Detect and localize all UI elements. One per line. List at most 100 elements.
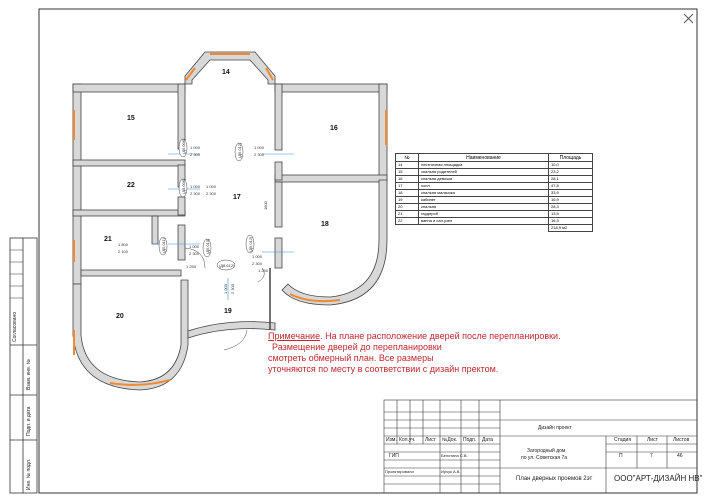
door-width: 1 000 xyxy=(254,145,265,150)
side-label-inv-no: Взам. инв. № xyxy=(26,359,32,390)
table-cell: 23,2 xyxy=(548,168,593,176)
side-label-inv-orig: Инв. № подл. xyxy=(26,458,32,490)
door-swings xyxy=(184,247,265,351)
table-cell: лестничная площадка xyxy=(418,161,549,169)
table-cell: кабинет xyxy=(418,196,549,204)
person-gip: Белотина С.В. xyxy=(441,453,468,458)
door-width: 1 000 xyxy=(190,145,201,150)
door-height: 2 300 xyxy=(206,191,217,196)
room-label-15: 15 xyxy=(127,115,135,122)
table-cell: 16,3 xyxy=(548,217,593,225)
stair-bay-wall xyxy=(184,51,276,85)
door-code: (Д5.011) xyxy=(161,237,166,253)
col-izm: Изм. xyxy=(386,437,397,443)
role-gip: ГИП xyxy=(389,453,399,459)
note-line: уточняются по месту в соответствии с диз… xyxy=(268,364,499,374)
table-cell: ванна и сан.узел xyxy=(418,217,549,225)
door-height: 2 100 xyxy=(118,249,129,254)
door-width: 1 000 xyxy=(206,184,217,189)
table-cell: 28,1 xyxy=(548,175,593,183)
room20-arc xyxy=(72,279,189,391)
room-label-19: 19 xyxy=(224,308,232,315)
table-total: 218,9 м2 xyxy=(548,224,593,232)
table-total-row: 218,9 м2 xyxy=(396,224,593,232)
door-axis-lines xyxy=(152,153,294,300)
col-kol: Кол.уч. xyxy=(399,437,416,443)
door-width: 1 000 xyxy=(252,254,263,259)
door-height: 2 300 xyxy=(190,152,201,157)
door-height: 2 300 xyxy=(254,152,265,157)
table-cell: гардероб xyxy=(418,210,549,218)
table-cell: спальня xyxy=(418,203,549,211)
table-cell: 22 xyxy=(395,217,419,225)
door-code: (Д8.612) xyxy=(219,263,235,268)
room-label-21: 21 xyxy=(104,236,112,243)
value-sheets: 46 xyxy=(677,453,683,459)
role-designer: Проектировали xyxy=(385,469,414,474)
note-line: . На плане расположение дверей после пер… xyxy=(320,331,561,341)
title-block-lines xyxy=(383,399,698,494)
door-code-markers xyxy=(158,138,255,271)
door-height: 2 300 xyxy=(190,191,201,196)
title-object-line2: по ул. Советская 7а xyxy=(521,455,568,461)
door-width: 1 000 xyxy=(189,244,200,249)
door-width: 1 000 xyxy=(223,283,228,294)
col-date: Дата xyxy=(482,437,494,443)
table-cell: спальня мальчика xyxy=(418,189,549,197)
col-list: Лист xyxy=(425,437,436,443)
table-header: Площадь xyxy=(548,153,593,162)
table-cell: 16 xyxy=(395,175,419,183)
room-label-17: 17 xyxy=(233,194,241,201)
room-label-14: 14 xyxy=(222,69,230,76)
table-cell: 28,3 xyxy=(548,203,593,211)
walls xyxy=(72,83,388,285)
note-line: смотреть обмерный план. Все размеры xyxy=(268,353,434,363)
sheet-frame xyxy=(38,8,698,494)
room-label-20: 20 xyxy=(116,313,124,320)
door-code: (Д5.010) xyxy=(205,238,210,254)
door-code: (Д5.006) xyxy=(181,138,186,154)
value-sheet: 7 xyxy=(650,453,653,459)
table-cell: 47,8 xyxy=(548,182,593,190)
person-designer: Ирчук А.В. xyxy=(441,469,461,474)
table-cell: 18 xyxy=(395,189,419,197)
door-code: (Д5.012) xyxy=(237,142,242,158)
header-sheet: Лист xyxy=(647,437,658,443)
table-cell: 19 xyxy=(395,196,419,204)
door-code: (Д5.006) xyxy=(181,178,186,194)
room19-curve xyxy=(187,321,276,339)
side-label-sign-date: Подп. и дата xyxy=(26,406,32,436)
room-label-18: 18 xyxy=(321,221,329,228)
door-width: 1 250 xyxy=(258,268,269,273)
table-cell: 13,5 xyxy=(548,210,593,218)
table-header: № xyxy=(395,153,419,162)
table-cell: 14 xyxy=(395,161,419,169)
side-label-agreed: Согласовано xyxy=(12,311,18,342)
title-company: ООО"АРТ-ДИЗАЙН НВ" xyxy=(614,474,703,483)
table-cell: холл xyxy=(418,182,549,190)
table-cell: 15 xyxy=(395,168,419,176)
plan-note: Примечание. На плане расположение дверей… xyxy=(268,331,608,375)
door-height: 2 300 xyxy=(189,251,200,256)
table-header: Наименование xyxy=(418,153,549,162)
note-label: Примечание xyxy=(268,331,321,341)
col-doc: №Док. xyxy=(442,437,458,443)
side-stamp xyxy=(9,237,38,494)
header-sheets: Листов xyxy=(673,437,690,443)
value-stage: П xyxy=(619,453,623,459)
room-label-16: 16 xyxy=(330,125,338,132)
room-label-22: 22 xyxy=(127,182,135,189)
door-width: 1 250 xyxy=(186,264,197,269)
table-cell: 20 xyxy=(395,203,419,211)
title-object-line1: Загородный дом xyxy=(527,448,566,454)
door-height: 2 300 xyxy=(230,283,235,294)
